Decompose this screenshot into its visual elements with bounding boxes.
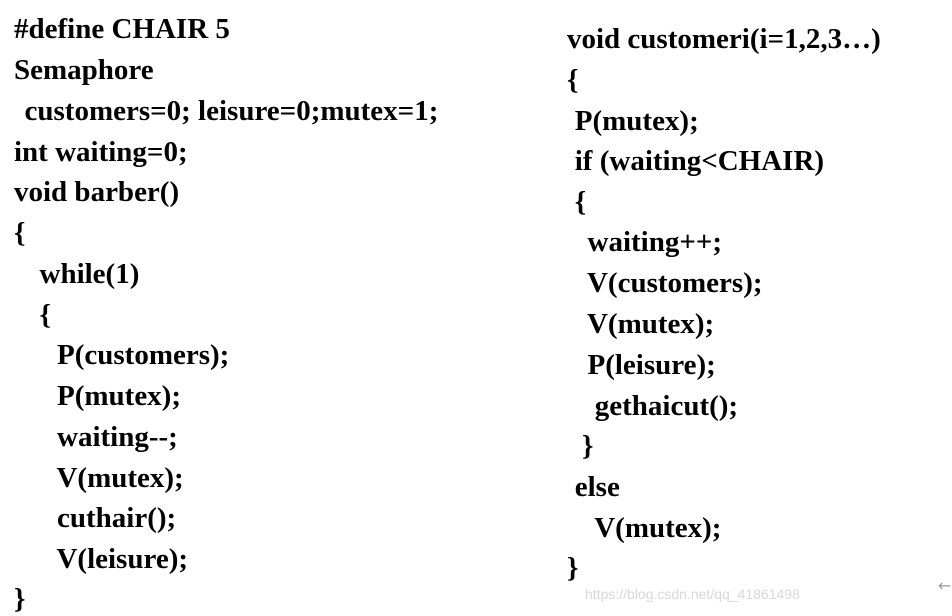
code-line-define-chair: #define CHAIR 5	[14, 13, 230, 45]
code-line-int-waiting: int waiting=0;	[14, 136, 188, 168]
code-line-cut-off-brace: }	[14, 583, 26, 615]
code-line-customer-v-mutex: V(mutex);	[544, 308, 715, 340]
code-line-barber-open-brace: {	[14, 217, 26, 249]
code-line-waiting-decrement: waiting--;	[28, 421, 178, 453]
code-line-void-customer: void customeri(i=1,2,3…)	[567, 23, 881, 55]
code-line-gethaicut: gethaicut();	[544, 390, 739, 422]
right-code-block: void customeri(i=1,2,3…) { P(mutex); if …	[567, 0, 952, 602]
code-line-if-open-brace: {	[553, 186, 587, 218]
watermark-url: https://blog.csdn.net/qq_41861498	[585, 586, 800, 602]
code-line-semaphore-init: customers=0; leisure=0;mutex=1;	[10, 95, 439, 127]
code-line-while: while(1)	[25, 258, 140, 290]
code-line-if-waiting: if (waiting<CHAIR)	[553, 145, 825, 177]
code-line-waiting-increment: waiting++;	[544, 226, 723, 258]
code-line-p-customers: P(customers);	[28, 339, 230, 371]
code-line-else-v-mutex: V(mutex);	[544, 512, 722, 544]
code-line-v-mutex: V(mutex);	[28, 462, 184, 494]
code-line-void-barber: void barber()	[14, 176, 180, 208]
code-line-p-leisure: P(leisure);	[544, 349, 716, 381]
code-line-v-customers: V(customers);	[544, 267, 763, 299]
code-line-if-close-brace: }	[553, 430, 594, 462]
left-code-block: #define CHAIR 5 Semaphore customers=0; l…	[14, 0, 554, 615]
code-line-v-leisure: V(leisure);	[28, 543, 189, 575]
code-line-customer-close-brace: }	[567, 552, 579, 584]
back-arrow-icon: ←	[938, 576, 952, 595]
code-line-semaphore: Semaphore	[14, 54, 154, 86]
code-line-customer-open-brace: {	[567, 64, 579, 96]
code-line-else: else	[553, 471, 620, 503]
code-line-while-open-brace: {	[25, 299, 51, 331]
code-line-p-mutex: P(mutex);	[28, 380, 182, 412]
code-line-cuthair: cuthair();	[28, 502, 177, 534]
code-line-customer-p-mutex: P(mutex);	[553, 105, 699, 137]
